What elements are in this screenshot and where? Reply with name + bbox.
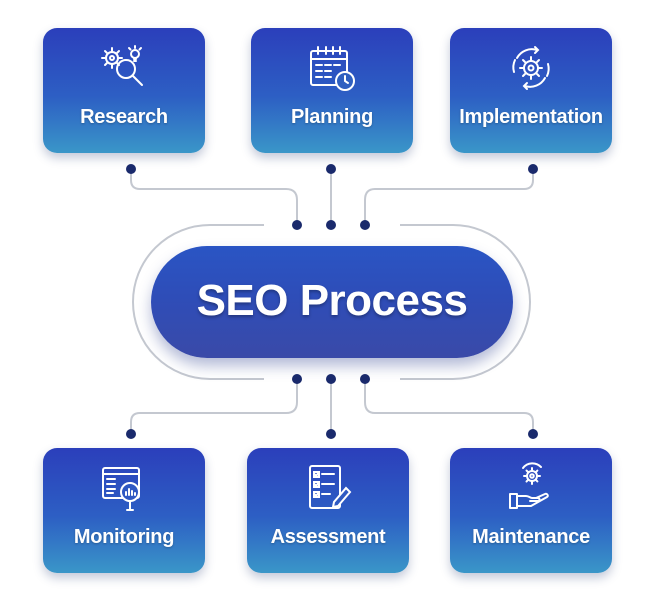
connector-dot: [292, 374, 302, 384]
right-frame-arc: [400, 224, 531, 380]
connector-dot: [326, 220, 336, 230]
connector-dot: [360, 374, 370, 384]
connector-dot: [528, 164, 538, 174]
hand-gear-icon: [505, 462, 557, 514]
checklist-pen-icon: [302, 462, 354, 514]
step-card-maintenance: Maintenance: [450, 448, 612, 573]
step-card-implementation: Implementation: [450, 28, 612, 153]
step-label-planning: Planning: [290, 106, 374, 128]
step-label-maintenance: Maintenance: [472, 526, 590, 548]
connector-implementation: [364, 169, 534, 225]
step-card-monitoring: Monitoring: [43, 448, 205, 573]
step-label-assessment: Assessment: [270, 526, 386, 548]
connector-dot: [292, 220, 302, 230]
connector-dot: [326, 429, 336, 439]
connector-dot: [126, 164, 136, 174]
connector-research: [130, 169, 298, 225]
gears-magnifier-icon: [98, 42, 150, 94]
diagram-title: SEO Process: [196, 276, 468, 325]
connector-maintenance: [364, 379, 534, 434]
step-card-planning: Planning: [251, 28, 413, 153]
step-label-monitoring: Monitoring: [73, 526, 175, 548]
center-title-pill: SEO Process: [151, 246, 513, 358]
connector-dot: [326, 164, 336, 174]
connector-dot: [528, 429, 538, 439]
connector-dot: [360, 220, 370, 230]
left-frame-arc: [132, 224, 264, 380]
connector-dot: [126, 429, 136, 439]
step-card-research: Research: [43, 28, 205, 153]
step-label-research: Research: [80, 106, 168, 128]
step-card-assessment: Assessment: [247, 448, 409, 573]
calendar-clock-icon: [306, 42, 358, 94]
step-label-implementation: Implementation: [459, 106, 603, 128]
dashboard-magnifier-icon: [98, 462, 150, 514]
connector-dot: [326, 374, 336, 384]
gear-cycle-icon: [505, 42, 557, 94]
connector-monitoring: [130, 379, 298, 434]
